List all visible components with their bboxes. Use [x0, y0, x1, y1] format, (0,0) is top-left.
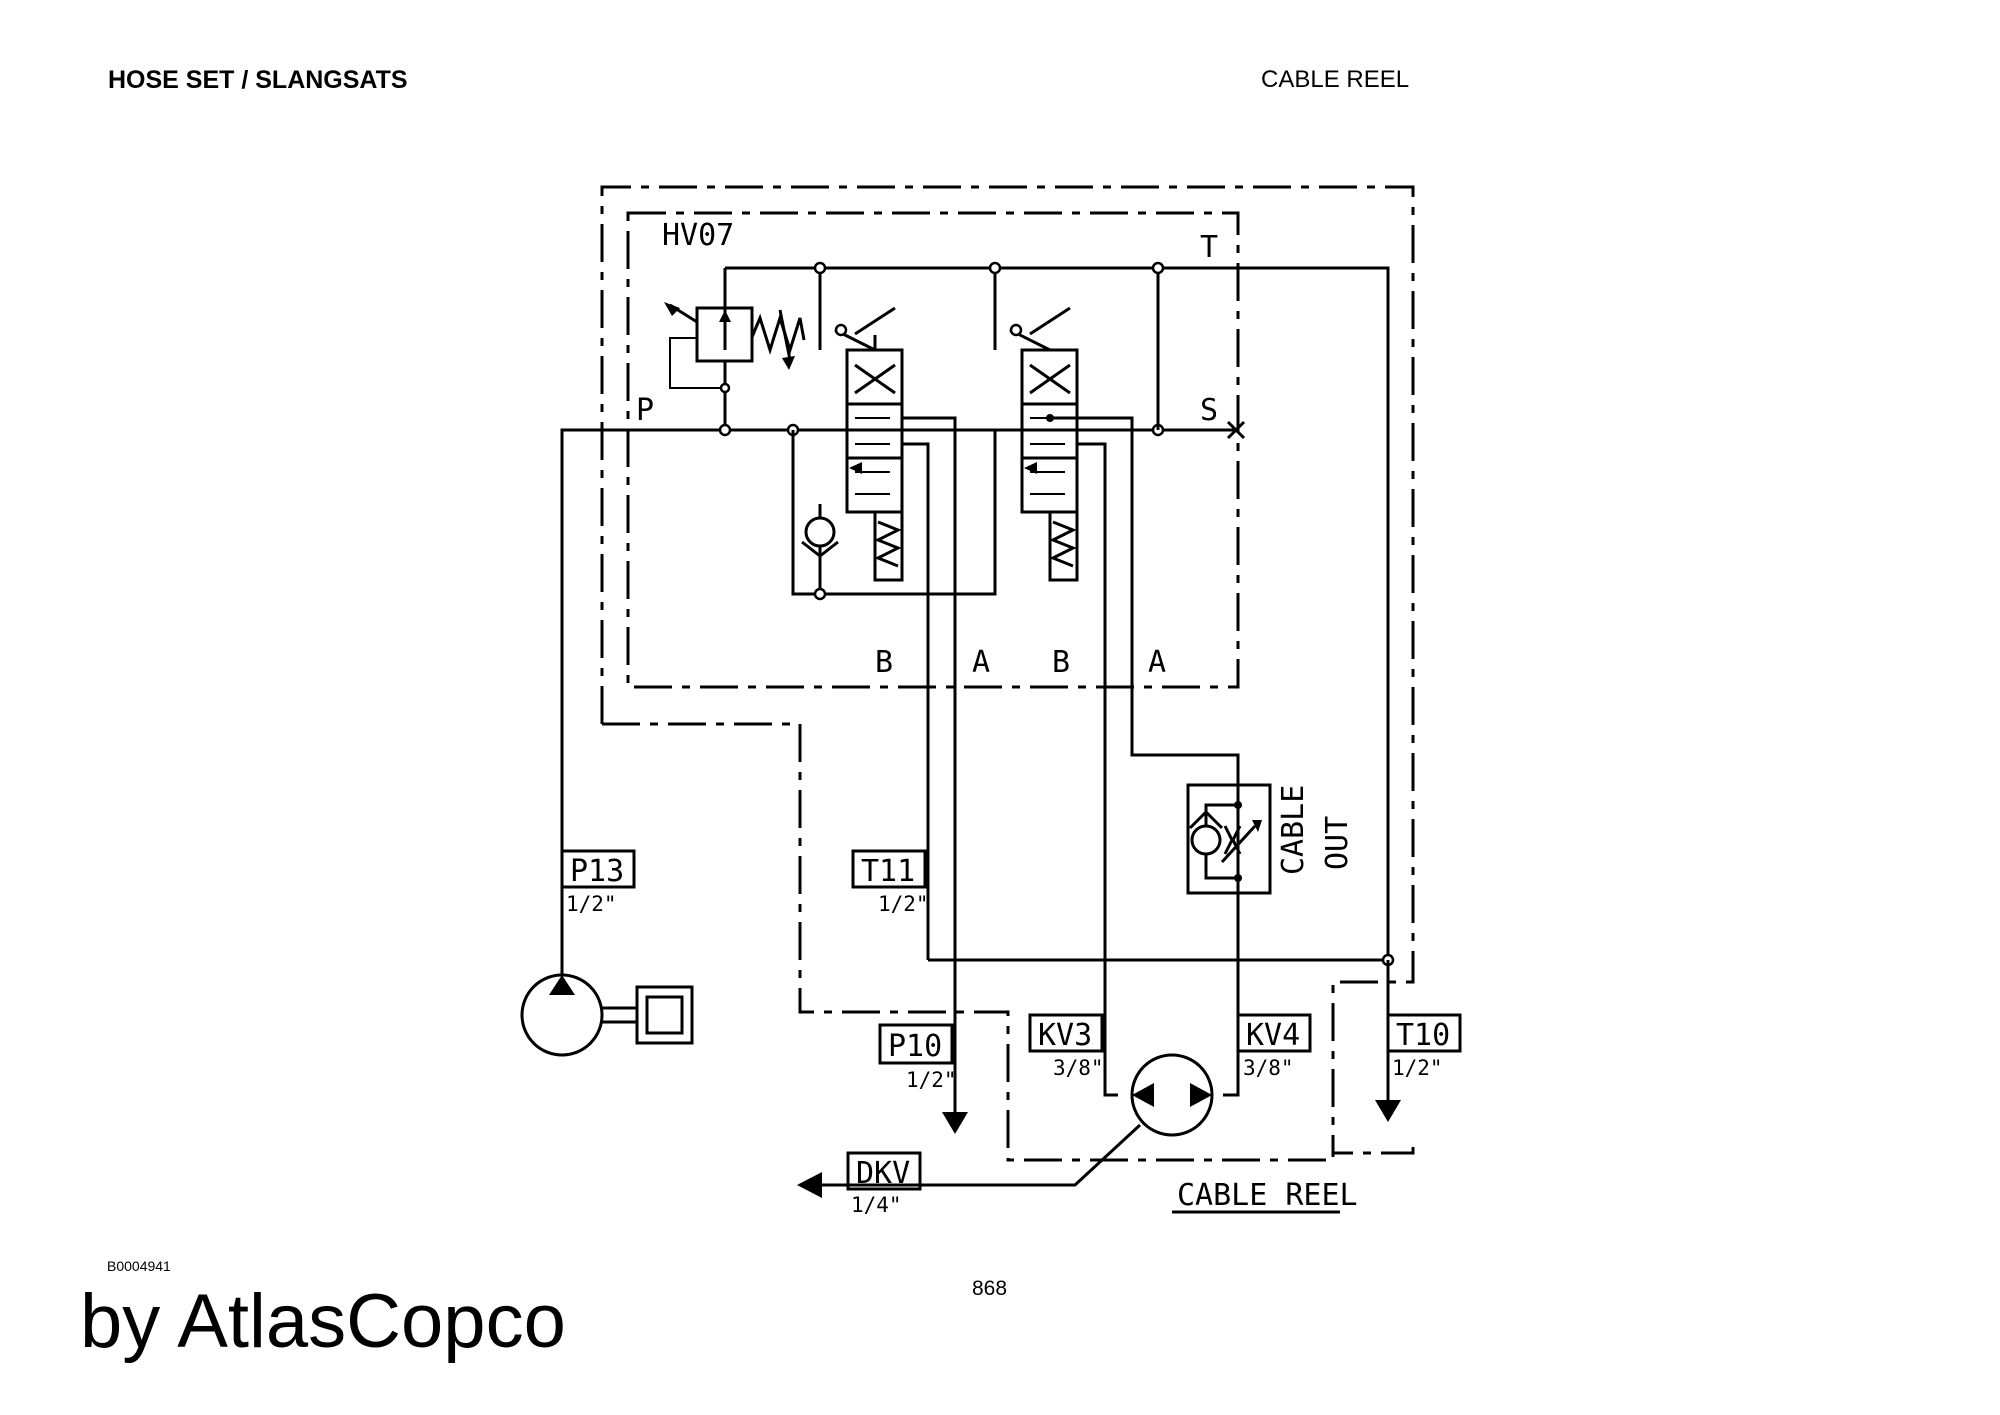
connector-dkv: DKV 1/4": [846, 1151, 922, 1217]
svg-text:1/2": 1/2": [566, 892, 617, 916]
svg-text:T10: T10: [1396, 1018, 1450, 1053]
port-s-label: S: [1200, 393, 1218, 428]
svg-text:P13: P13: [570, 854, 624, 889]
port-b2-label: B: [1052, 645, 1070, 680]
connector-t11: T11 1/2": [851, 849, 929, 916]
svg-text:P10: P10: [888, 1029, 942, 1064]
svg-text:1/2": 1/2": [1392, 1056, 1443, 1080]
valve-block-label: HV07: [662, 218, 734, 253]
svg-text:3/8": 3/8": [1053, 1056, 1104, 1080]
svg-text:1/2": 1/2": [878, 892, 929, 916]
brand-watermark: by AtlasCopco: [80, 1279, 566, 1364]
port-a1-label: A: [972, 645, 990, 680]
cable-reel-motor: [797, 1053, 1214, 1198]
port-b1-label: B: [875, 645, 893, 680]
header-title-right: CABLE REEL: [1261, 66, 1410, 93]
connector-kv3: KV3 3/8": [1028, 1013, 1104, 1080]
svg-text:KV4: KV4: [1246, 1018, 1300, 1053]
svg-text:DKV: DKV: [856, 1156, 910, 1191]
hose-set-boundary: [602, 722, 1335, 1162]
outer-boundary: [600, 185, 1415, 1155]
svg-text:1/4": 1/4": [851, 1193, 902, 1217]
cable-out-label-line1: CABLE: [1276, 785, 1311, 875]
cable-out-label-line2: OUT: [1320, 816, 1355, 870]
svg-text:3/8": 3/8": [1243, 1056, 1294, 1080]
page-number: 868: [972, 1277, 1008, 1300]
cable-out-valve: [1186, 783, 1272, 895]
connector-p10: P10 1/2": [878, 1023, 957, 1092]
svg-text:T11: T11: [861, 854, 915, 889]
valve-block-boundary: [626, 211, 1240, 689]
directional-valve-2: [993, 268, 1079, 582]
pump: [520, 973, 694, 1057]
connector-kv4: KV4 3/8": [1236, 1013, 1312, 1080]
connector-p13: P13 1/2": [560, 849, 636, 916]
document-code: B0004941: [107, 1258, 171, 1274]
svg-text:1/2": 1/2": [906, 1068, 957, 1092]
connector-t10: T10 1/2": [1386, 1013, 1462, 1080]
directional-valve-1: [818, 268, 904, 582]
port-p-label: P: [636, 393, 654, 428]
port-a2-label: A: [1148, 645, 1166, 680]
tank-line: [725, 266, 1390, 957]
header-title-left: HOSE SET / SLANGSATS: [108, 66, 408, 94]
svg-text:KV3: KV3: [1038, 1018, 1092, 1053]
cable-reel-label: CABLE REEL: [1177, 1178, 1358, 1213]
port-t-label: T: [1200, 230, 1218, 265]
